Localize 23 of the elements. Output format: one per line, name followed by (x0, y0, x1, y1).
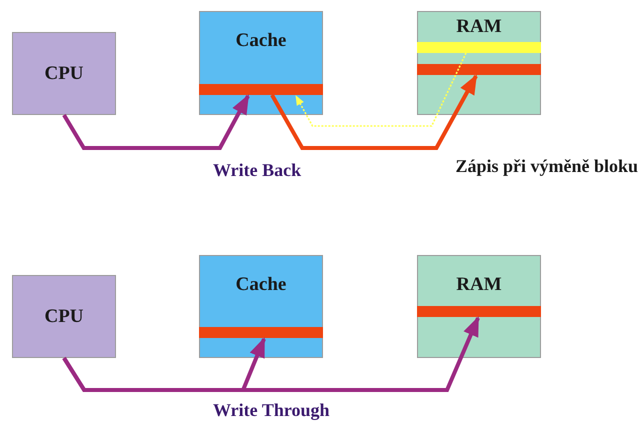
processor-box (12, 275, 116, 358)
node-label: RAM (455, 16, 503, 38)
memory-box (417, 11, 541, 115)
memory-box (417, 255, 541, 358)
arrow (62, 316, 480, 392)
node-label: CPU (43, 306, 85, 328)
arrow (62, 94, 250, 150)
memory-block-bar (199, 327, 323, 338)
memory-block-bar (417, 42, 541, 53)
node-label: Cache (234, 274, 288, 296)
node-label: CPU (43, 63, 85, 85)
caption-text: Write Through (213, 400, 330, 421)
cache-box (199, 11, 323, 115)
memory-block-bar (417, 306, 541, 317)
node-label: Cache (234, 30, 288, 52)
memory-block-bar (199, 84, 323, 95)
caption-text: Zápis při výměně bloku (455, 156, 638, 177)
node-label: RAM (455, 274, 503, 296)
cache-box (199, 255, 323, 358)
caption-text: Write Back (213, 160, 302, 181)
memory-block-bar (417, 64, 541, 75)
arrow (295, 52, 467, 127)
processor-box (12, 32, 116, 115)
